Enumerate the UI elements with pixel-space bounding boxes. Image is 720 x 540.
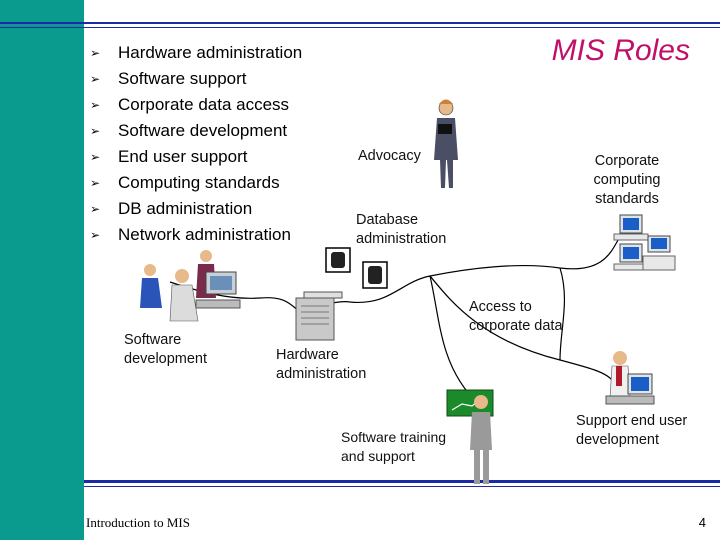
bullet-arrow-icon: ➢ (90, 228, 101, 242)
list-item: ➢Hardware administration (90, 43, 303, 62)
executive-woman-icon (434, 99, 458, 188)
end-user-dev-label: Support end user development (576, 413, 688, 448)
end-user-icon (605, 351, 655, 405)
bullet-arrow-icon: ➢ (90, 150, 101, 164)
page-number: 4 (698, 515, 706, 530)
list-item: ➢Computing standards (90, 173, 280, 192)
bullet-arrow-icon: ➢ (90, 202, 101, 216)
training-label: Software training and support (341, 429, 447, 464)
list-item: ➢End user support (90, 147, 248, 166)
corporate-standards-label: Corporate computing standards (593, 153, 661, 207)
slide-title: MIS Roles (551, 34, 690, 67)
top-rule-thin (0, 27, 720, 28)
database-servers-icon (325, 247, 388, 289)
workstations-icon (613, 214, 676, 271)
bottom-rule (84, 480, 720, 483)
network-cable (169, 239, 619, 396)
trainer-with-board-icon (446, 389, 494, 484)
list-item: ➢Software support (90, 69, 247, 88)
server-tower-icon (295, 291, 343, 341)
bullet-arrow-icon: ➢ (90, 124, 101, 138)
bullet-arrow-icon: ➢ (90, 176, 101, 190)
list-item: ➢Software development (90, 121, 288, 140)
list-item: ➢Corporate data access (90, 95, 290, 114)
bottom-rule-thin (84, 486, 720, 487)
advocacy-label: Advocacy (358, 148, 421, 164)
role-list: ➢Hardware administration ➢Software suppo… (90, 40, 302, 248)
database-admin-label: Database administration (356, 212, 447, 247)
hardware-admin-label: Hardware administration (276, 347, 367, 382)
top-rule (0, 22, 720, 24)
bullet-arrow-icon: ➢ (90, 46, 101, 60)
footer-text: Introduction to MIS (86, 515, 190, 530)
list-item: ➢Network administration (90, 225, 291, 244)
bullet-arrow-icon: ➢ (90, 72, 101, 86)
list-item: ➢DB administration (90, 199, 253, 218)
office-team-icon (140, 250, 241, 322)
bullet-arrow-icon: ➢ (90, 98, 101, 112)
access-data-label: Access to corporate data (469, 299, 563, 334)
left-accent-bar (0, 0, 84, 540)
software-dev-label: Software development (124, 332, 208, 367)
